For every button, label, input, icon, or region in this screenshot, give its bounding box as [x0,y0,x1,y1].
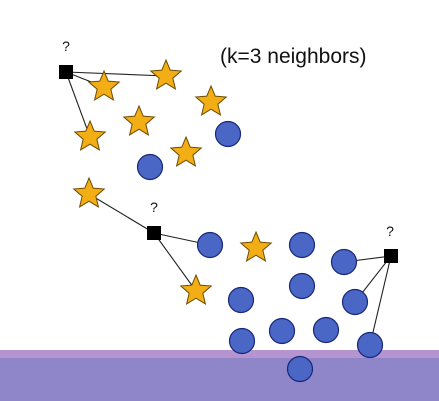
circle-icon-8 [341,288,369,316]
circle-icon-6 [288,272,316,300]
circle-icon-1 [214,120,242,148]
query-label-1: ? [62,38,70,54]
circle-icon-3 [196,231,224,259]
circle-icon-12 [356,331,384,359]
neighbor-edge-1-3 [65,71,91,138]
circle-icon-5 [330,248,358,276]
star-icon-8 [239,230,273,262]
neighbor-edge-2-1 [88,193,155,234]
neighbor-edge-2-3 [153,232,197,292]
neighbor-edge-1-2 [65,71,167,77]
star-points [72,58,273,305]
star-icon-5 [73,119,107,151]
star-icon-6 [169,135,203,167]
query-label-2: ? [150,199,158,215]
circle-icon-4 [288,231,316,259]
circle-icon-9 [228,327,256,355]
star-icon-7 [72,176,106,208]
star-icon-3 [194,84,228,116]
circle-points [136,120,384,383]
star-icon-2 [149,58,183,90]
circle-icon-2 [136,153,164,181]
circle-icon-13 [286,355,314,383]
circle-icon-10 [268,317,296,345]
star-icon-4 [122,104,156,136]
query-square-icon-1 [59,65,73,79]
query-square-icon-2 [147,226,161,240]
star-icon-9 [179,273,213,305]
star-icon-1 [87,69,121,101]
circle-icon-11 [312,316,340,344]
caption: (k=3 neighbors) [220,45,367,68]
footer-band [0,350,439,401]
footer-stripe [0,350,439,358]
query-label-3: ? [386,223,394,239]
query-points: ??? [59,38,398,263]
circle-icon-7 [227,286,255,314]
neighbor-edge-3-3 [369,255,392,346]
query-square-icon-3 [384,249,398,263]
